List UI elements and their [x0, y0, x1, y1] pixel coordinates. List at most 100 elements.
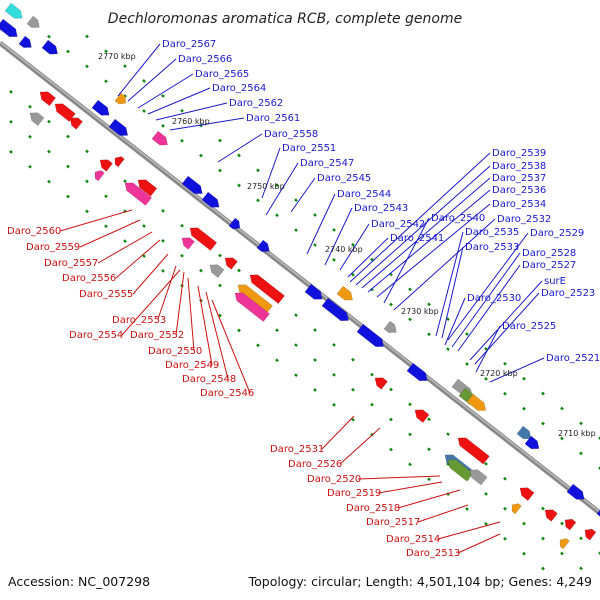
gene-label[interactable]: Daro_2529	[530, 228, 584, 239]
gene-arrow	[544, 509, 558, 522]
leader-line	[197, 285, 213, 366]
tick-mark	[484, 522, 488, 526]
gene-label[interactable]: Daro_2555	[79, 289, 133, 300]
gene-label[interactable]: Daro_2546	[200, 388, 254, 399]
gene-label[interactable]: Daro_2517	[366, 517, 420, 528]
leader-line	[205, 291, 229, 380]
tick-mark	[579, 566, 583, 571]
tick-mark	[541, 506, 545, 511]
gene-label[interactable]: Daro_2558	[264, 129, 318, 140]
gene-label[interactable]: Daro_2535	[465, 227, 519, 238]
leader-line	[169, 117, 245, 131]
gene-label[interactable]: Daro_2527	[522, 260, 576, 271]
gene-label[interactable]: Daro_2518	[346, 503, 400, 514]
tick-mark	[389, 447, 393, 452]
tick-mark	[237, 183, 241, 188]
gene-arrow	[41, 39, 58, 55]
gene-label[interactable]: Daro_2544	[337, 189, 391, 200]
tick-mark	[446, 347, 450, 352]
gene-label[interactable]: Daro_2545	[317, 173, 371, 184]
tick-mark	[161, 239, 165, 243]
gene-label[interactable]: Daro_2565	[195, 69, 249, 80]
gene-label[interactable]: Daro_2533	[465, 242, 519, 253]
tick-mark	[408, 402, 412, 407]
gene-label[interactable]: Daro_2513	[406, 548, 460, 559]
gene-label[interactable]: Daro_2523	[541, 288, 595, 299]
gene-arrow	[181, 237, 195, 250]
gene-label[interactable]: Daro_2543	[354, 203, 408, 214]
tick-mark	[332, 342, 336, 347]
tick-mark	[28, 164, 32, 169]
gene-arrow	[584, 528, 597, 541]
gene-arrow	[94, 170, 105, 182]
gene-label[interactable]: Daro_2514	[386, 534, 440, 545]
gene-label[interactable]: Daro_2552	[130, 330, 184, 341]
leader-line	[211, 299, 251, 394]
tick-mark	[161, 209, 165, 213]
tick-mark	[28, 104, 32, 109]
gene-label[interactable]: Daro_2534	[492, 199, 546, 210]
gene-arrow	[249, 274, 285, 304]
gene-label[interactable]: Daro_2525	[502, 321, 556, 332]
gene-label[interactable]: Daro_2560	[7, 226, 61, 237]
gene-label[interactable]: surE	[544, 276, 566, 287]
gene-label[interactable]: Daro_2556	[62, 273, 116, 284]
gene-label[interactable]: Daro_2541	[390, 233, 444, 244]
gene-arrow	[414, 409, 430, 423]
tick-mark	[237, 153, 241, 158]
gene-label[interactable]: Daro_2538	[492, 161, 546, 172]
tick-mark	[522, 406, 526, 411]
gene-arrow	[374, 377, 388, 390]
gene-label[interactable]: Daro_2562	[229, 98, 283, 109]
kbp-label: 2760 kbp	[172, 117, 210, 126]
gene-label[interactable]: Daro_2532	[497, 214, 551, 225]
tick-mark	[427, 302, 431, 307]
tick-mark	[47, 34, 51, 39]
tick-mark	[427, 447, 431, 452]
leader-line	[349, 152, 491, 283]
gene-label[interactable]: Daro_2548	[182, 374, 236, 385]
gene-label[interactable]: Daro_2537	[492, 173, 546, 184]
gene-arrow	[406, 362, 428, 382]
tick-mark	[541, 421, 545, 426]
gene-label[interactable]: Daro_2557	[44, 258, 98, 269]
gene-label[interactable]: Daro_2526	[288, 459, 342, 470]
gene-label[interactable]: Daro_2564	[212, 83, 266, 94]
gene-label[interactable]: Daro_2551	[282, 143, 336, 154]
gene-label[interactable]: Daro_2531	[270, 444, 324, 455]
gene-label[interactable]: Daro_2519	[327, 488, 381, 499]
gene-label[interactable]: Daro_2542	[371, 219, 425, 230]
gene-label[interactable]: Daro_2567	[162, 39, 216, 50]
gene-arrow	[469, 469, 488, 486]
tick-mark	[85, 179, 89, 184]
tick-mark	[446, 462, 450, 467]
gene-label[interactable]: Daro_2521	[546, 353, 600, 364]
gene-label[interactable]: Daro_2530	[467, 293, 521, 304]
gene-label[interactable]: Daro_2539	[492, 148, 546, 159]
leader-line	[451, 252, 521, 348]
gene-label[interactable]: Daro_2520	[307, 474, 361, 485]
gene-label[interactable]: Daro_2550	[148, 346, 202, 357]
gene-arrow	[224, 257, 238, 270]
gene-label[interactable]: Daro_2566	[178, 54, 232, 65]
gene-arrow	[559, 538, 570, 550]
gene-arrow	[564, 518, 577, 531]
tick-mark	[389, 417, 393, 422]
tick-mark	[294, 373, 298, 377]
gene-label[interactable]: Daro_2561	[246, 113, 300, 124]
gene-arrow	[209, 264, 225, 278]
gene-label[interactable]: Daro_2547	[300, 158, 354, 169]
gene-label[interactable]: Daro_2559	[26, 242, 80, 253]
tick-mark	[218, 283, 222, 288]
gene-arrow	[108, 118, 129, 136]
tick-mark	[427, 477, 431, 482]
gene-label[interactable]: Daro_2528	[522, 248, 576, 259]
gene-label[interactable]: Daro_2549	[165, 360, 219, 371]
gene-label[interactable]: Daro_2553	[112, 315, 166, 326]
tick-mark	[503, 536, 507, 541]
tick-mark	[294, 313, 298, 317]
gene-label[interactable]: Daro_2540	[431, 213, 485, 224]
gene-label[interactable]: Daro_2554	[69, 330, 123, 341]
gene-label[interactable]: Daro_2536	[492, 185, 546, 196]
tick-mark	[104, 49, 108, 54]
